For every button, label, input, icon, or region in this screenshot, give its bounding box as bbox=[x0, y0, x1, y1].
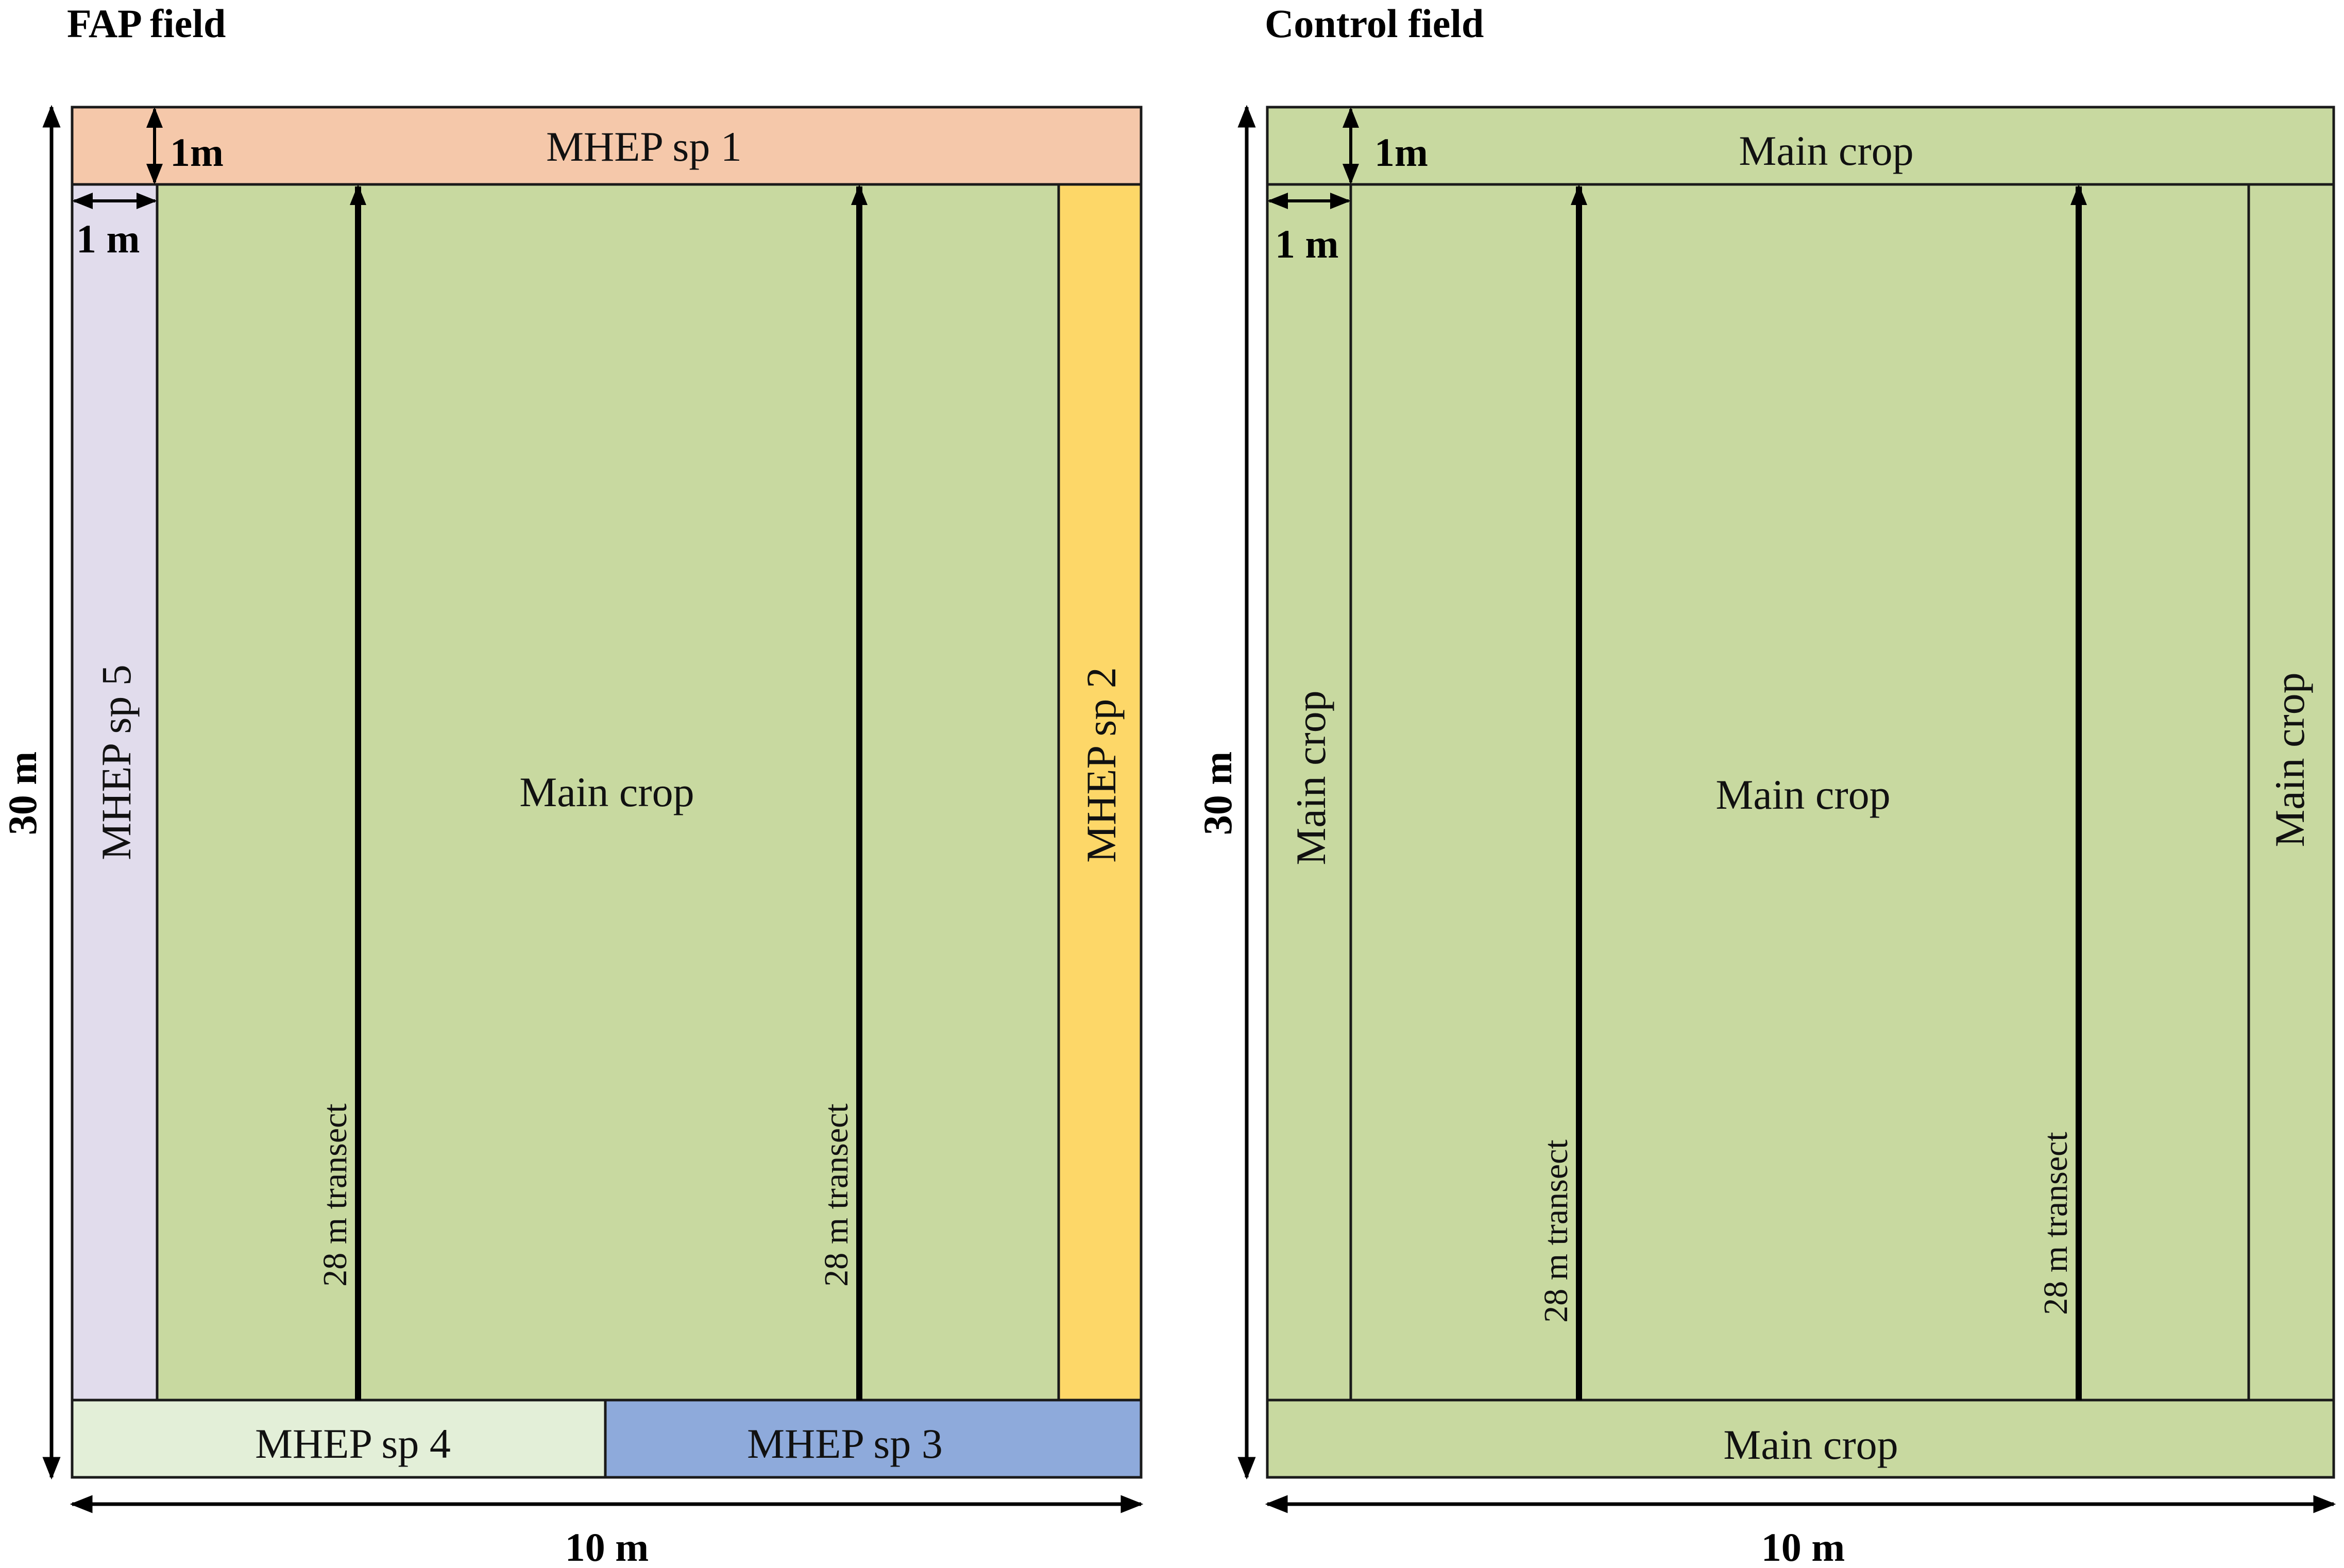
control-label-bottom: Main crop bbox=[1723, 1421, 1898, 1468]
control-transect-label-1: 28 m transect bbox=[1537, 1139, 1575, 1323]
fap-label-sp5: MHEP sp 5 bbox=[93, 664, 140, 860]
control-transect-label-2: 28 m transect bbox=[2037, 1132, 2075, 1315]
control-label-top: Main crop bbox=[1739, 127, 1913, 174]
control-field-area bbox=[1266, 106, 2335, 1479]
fap-transect-label-1: 28 m transect bbox=[316, 1103, 354, 1287]
fap-strip-height-label: 1m bbox=[170, 130, 224, 175]
control-strip-width-label: 1 m bbox=[1275, 221, 1338, 266]
fap-label-sp2: MHEP sp 2 bbox=[1078, 667, 1125, 863]
fap-label-sp3: MHEP sp 3 bbox=[747, 1420, 943, 1467]
fap-transect-label-2: 28 m transect bbox=[818, 1103, 855, 1287]
control-height-label: 30 m bbox=[1195, 752, 1240, 835]
fap-strip-sp5 bbox=[71, 183, 159, 1402]
fap-strip-sp1 bbox=[71, 106, 1143, 186]
fap-strip-width-label: 1 m bbox=[76, 216, 140, 261]
control-field: Control field Main crop Main crop Main c… bbox=[1195, 1, 2336, 1568]
fap-main-crop-area bbox=[156, 183, 1060, 1402]
control-field-title: Control field bbox=[1265, 1, 1484, 46]
fap-strip-sp3 bbox=[604, 1399, 1143, 1479]
fap-strip-sp2 bbox=[1057, 183, 1143, 1402]
fap-width-label: 10 m bbox=[565, 1525, 649, 1568]
fap-height-label: 30 m bbox=[0, 752, 45, 835]
control-label-center: Main crop bbox=[1715, 771, 1890, 818]
fap-label-sp1: MHEP sp 1 bbox=[546, 123, 742, 170]
control-strip-height-label: 1m bbox=[1374, 130, 1428, 175]
fap-label-sp4: MHEP sp 4 bbox=[255, 1420, 451, 1467]
fap-field-title: FAP field bbox=[67, 1, 226, 46]
fap-label-main-crop: Main crop bbox=[519, 769, 694, 815]
control-label-left: Main crop bbox=[1287, 690, 1334, 865]
fap-field: FAP field MHEP sp 1 MHEP sp 4 MHEP sp 3 … bbox=[0, 1, 1144, 1568]
fap-strip-sp4 bbox=[71, 1399, 607, 1479]
control-width-label: 10 m bbox=[1761, 1525, 1845, 1568]
control-label-right: Main crop bbox=[2266, 672, 2313, 847]
